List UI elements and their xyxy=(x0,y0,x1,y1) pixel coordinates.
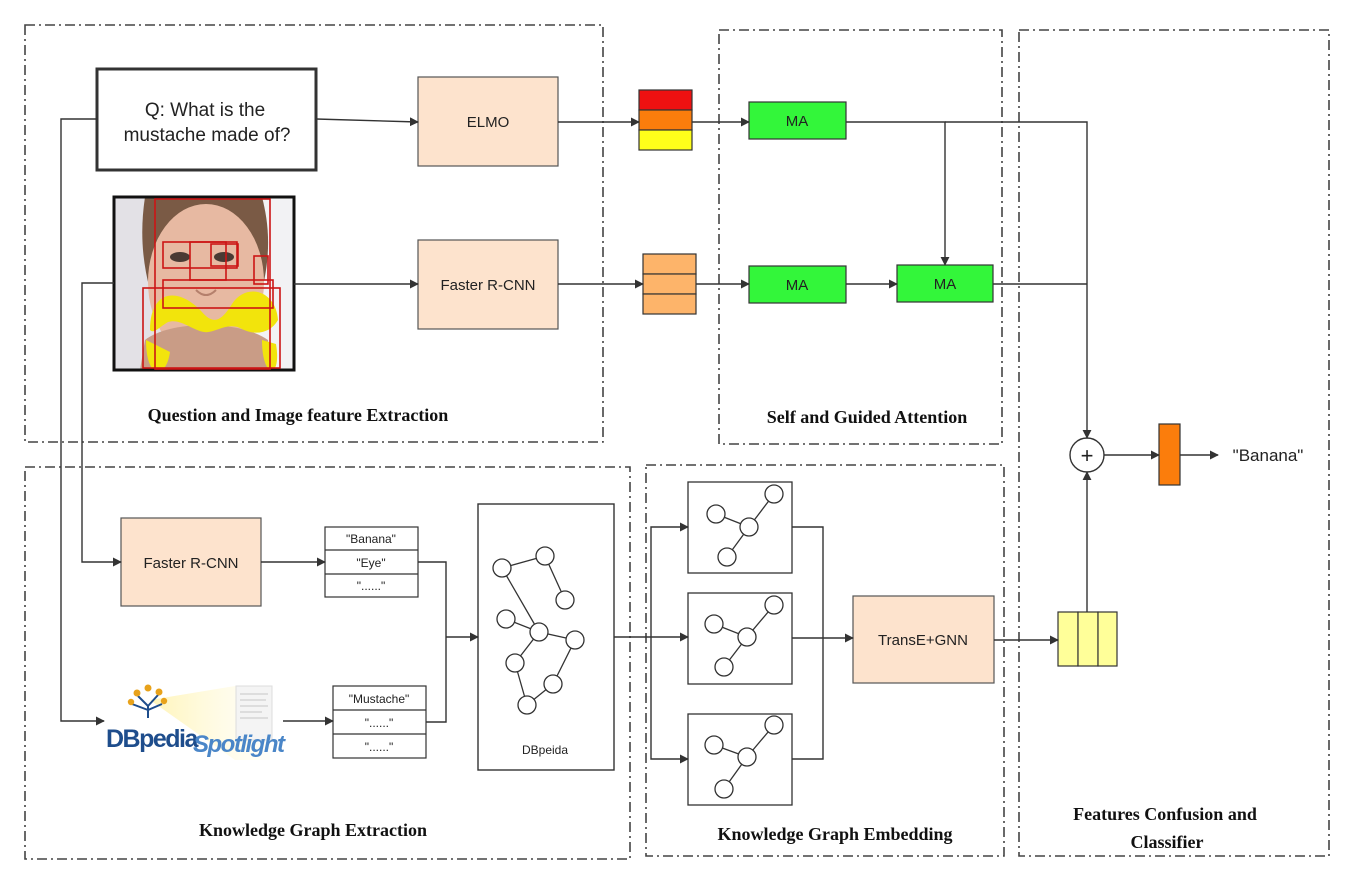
ma-guided-box xyxy=(896,264,994,303)
section-title-fusion-line2: Classifier xyxy=(1131,832,1204,852)
dbpedia-logo-text: DBpedia xyxy=(106,725,200,753)
transe-gnn-label: TransE+GNN xyxy=(878,632,968,649)
frame-self-guided-attention xyxy=(718,29,1003,445)
frame-qi-extraction xyxy=(24,24,604,443)
transe-gnn-box xyxy=(852,595,995,684)
spotlight-label-1: "Mustache" xyxy=(349,692,410,706)
faster-rcnn-top-label: Faster R-CNN xyxy=(440,277,535,294)
connectors xyxy=(60,117,1219,764)
ma-image-label: MA xyxy=(786,277,809,294)
question-line-2: mustache made of? xyxy=(124,125,291,146)
section-title-fusion-line1: Features Confusion and xyxy=(1073,804,1257,824)
question-feature-stack xyxy=(638,89,693,151)
spotlight-labels-table: "Mustache" "......" "......" xyxy=(332,685,427,759)
subgraph-1 xyxy=(687,481,793,574)
frame-kg-embedding xyxy=(645,464,1005,857)
plus-icon: + xyxy=(1081,443,1094,468)
faster-rcnn-kg-label: Faster R-CNN xyxy=(143,555,238,572)
elmo-label: ELMO xyxy=(467,114,510,131)
detected-label-3: "......" xyxy=(357,579,386,593)
question-line-1: Q: What is the xyxy=(145,100,265,121)
frame-kg-extraction xyxy=(24,466,631,860)
detected-label-1: "Banana" xyxy=(346,532,396,546)
ma-question-label: MA xyxy=(786,113,809,130)
subgraph-3 xyxy=(687,713,793,806)
detected-labels-table: "Banana" "Eye" "......" xyxy=(324,526,419,598)
answer-text: "Banana" xyxy=(1233,446,1304,465)
section-title-kg-extraction: Knowledge Graph Extraction xyxy=(199,820,427,840)
dbpedia-spotlight-logo: DBpedia Spotlight xyxy=(106,684,287,760)
ma-question-box xyxy=(748,101,847,140)
image-feature-stack xyxy=(642,253,697,315)
kg-feature-stack xyxy=(1057,611,1118,667)
spotlight-label-3: "......" xyxy=(365,740,394,754)
subgraph-2 xyxy=(687,592,793,685)
frame-fusion-classifier xyxy=(1018,29,1330,857)
spotlight-logo-text: Spotlight xyxy=(193,731,286,758)
section-title-qi-extraction: Question and Image feature Extraction xyxy=(148,405,449,425)
elmo-box xyxy=(417,76,559,167)
section-title-kg-embedding: Knowledge Graph Embedding xyxy=(717,824,952,844)
output-feature-bar xyxy=(1158,423,1181,486)
dbpeida-graph xyxy=(492,546,585,715)
detected-label-2: "Eye" xyxy=(356,556,385,570)
ma-guided-label: MA xyxy=(934,276,957,293)
spotlight-label-2: "......" xyxy=(365,716,394,730)
section-title-self-guided: Self and Guided Attention xyxy=(767,407,968,427)
question-box xyxy=(95,67,318,172)
ma-image-box xyxy=(748,265,847,304)
input-image xyxy=(112,195,296,372)
dbpeida-label: DBpeida xyxy=(522,743,568,757)
